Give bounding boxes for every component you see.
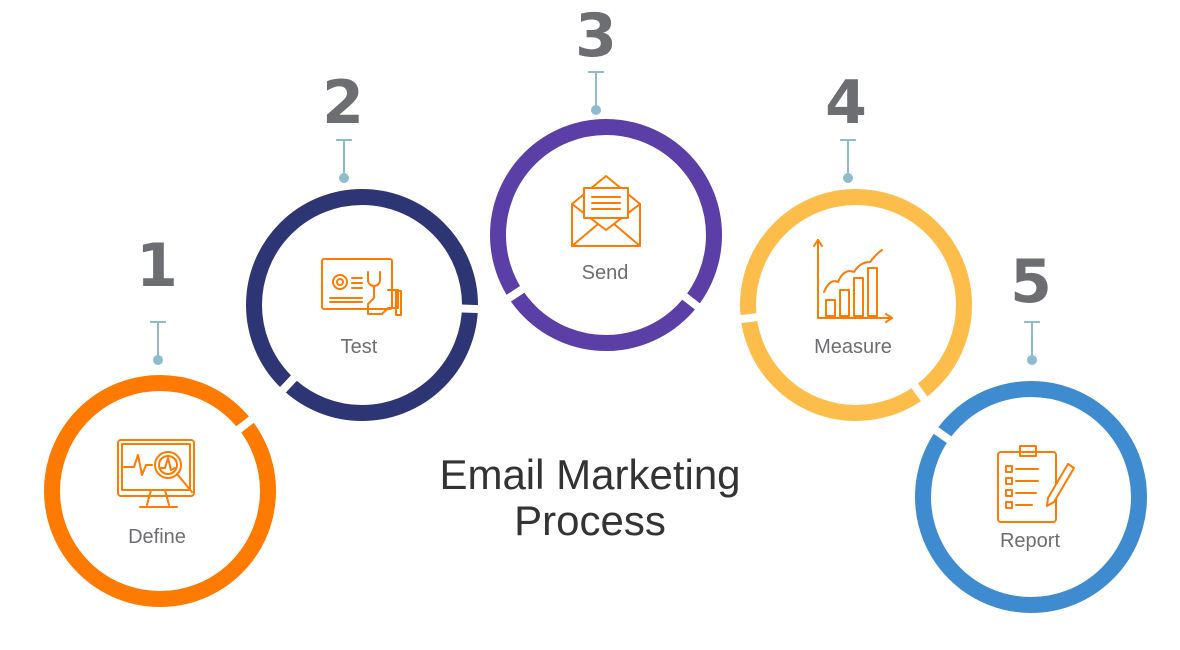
step-number-1: 1: [136, 231, 178, 301]
step-ring-5: [915, 381, 1147, 613]
ring-gap: [503, 283, 528, 304]
ring-gap: [679, 290, 704, 313]
connector-1: [150, 321, 166, 365]
diagram-title: Email Marketing Process: [439, 452, 740, 544]
connector-5: [1024, 321, 1040, 365]
step-label-test: Test: [340, 336, 378, 358]
ring-gap: [457, 304, 483, 314]
connector-4: [840, 139, 856, 183]
title-line-2: Process: [514, 497, 666, 544]
monitor-magnifier-icon: [117, 439, 195, 508]
clipboard-checklist-icon: [997, 445, 1075, 523]
ring-gap: [233, 413, 258, 436]
step-label-send: Send: [581, 262, 629, 284]
connector-2: [336, 139, 352, 183]
step-number-5: 5: [1010, 247, 1052, 317]
step-label-define: Define: [128, 526, 186, 548]
step-number-4: 4: [825, 68, 867, 138]
open-envelope-icon: [571, 175, 641, 247]
step-label-measure: Measure: [814, 336, 892, 358]
connector-3: [588, 71, 604, 115]
step-ring-2: [246, 189, 483, 421]
step-number-3: 3: [575, 1, 617, 71]
step-number-2: 2: [322, 68, 364, 138]
ring-gap: [277, 372, 300, 396]
title-line-1: Email Marketing: [439, 451, 741, 498]
step-ring-1: [44, 375, 276, 607]
ring-gap: [736, 312, 762, 324]
settings-wrench-icon: [321, 258, 402, 316]
growth-chart-icon: [813, 239, 893, 323]
ring-gap: [930, 424, 955, 446]
step-ring-4: [736, 189, 972, 421]
step-ring-3: [490, 119, 722, 351]
ring-gap: [909, 380, 930, 405]
step-label-report: Report: [999, 530, 1061, 552]
